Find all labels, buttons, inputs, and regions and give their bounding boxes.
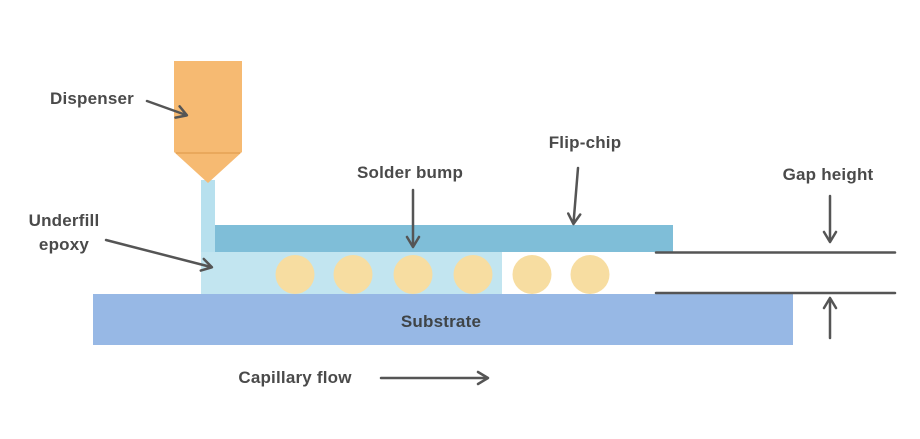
solder-bump: [393, 255, 433, 294]
underfill-epoxy-label: Underfill epoxy: [29, 209, 100, 257]
underfill-epoxy-label-line1: Underfill: [28, 211, 100, 230]
underfill-epoxy-arrow: [104, 238, 214, 272]
flip-chip-arrow: [567, 166, 582, 226]
solder-bump: [570, 255, 610, 294]
flip-chip-label: Flip-chip: [548, 133, 622, 152]
dispenser-body: [174, 61, 242, 152]
solder-bump: [275, 255, 315, 294]
solder-bump: [333, 255, 373, 294]
substrate-label: Substrate: [400, 312, 482, 331]
underfill-epoxy-label-line2: epoxy: [38, 235, 90, 254]
solder-bump: [453, 255, 493, 294]
dispenser-nozzle: [174, 152, 242, 183]
substrate-bar: [93, 294, 793, 345]
dispenser-label: Dispenser: [49, 89, 135, 108]
gap-height-label: Gap height: [782, 165, 874, 184]
capillary-flow-label: Capillary flow: [238, 368, 352, 387]
dispenser-arrow: [145, 99, 189, 119]
flip-chip-bar: [215, 225, 673, 252]
solder-bump: [512, 255, 552, 294]
solder-bump-label: Solder bump: [356, 163, 464, 182]
